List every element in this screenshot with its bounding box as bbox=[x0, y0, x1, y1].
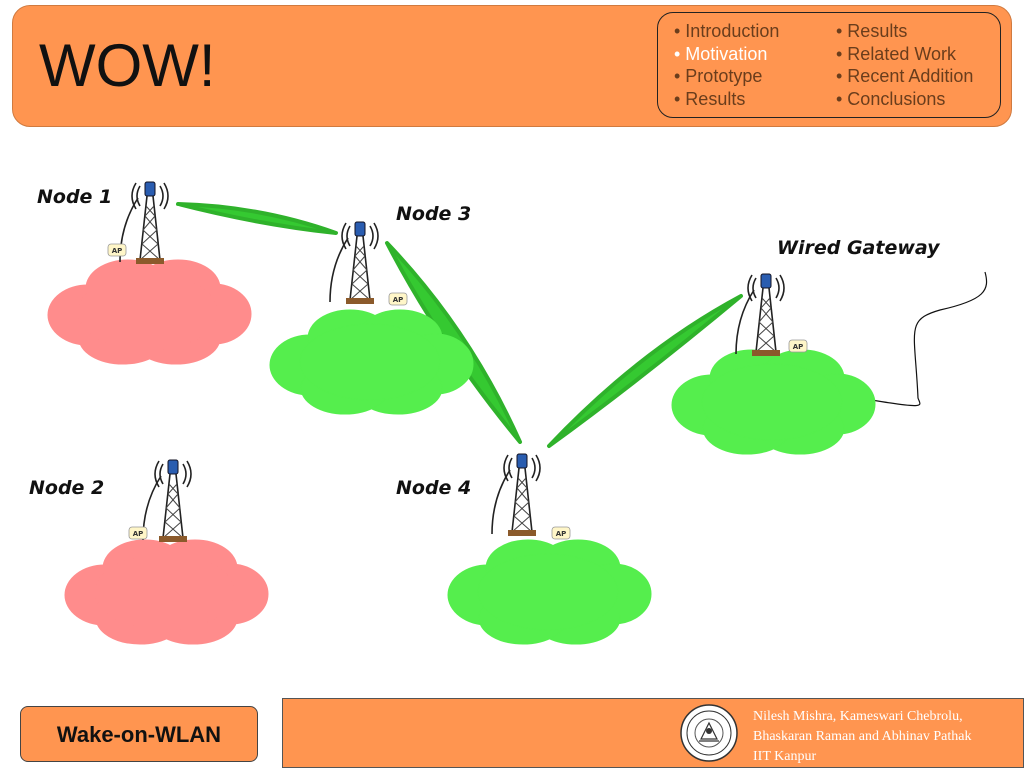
outline-box: • Introduction • Motivation • Prototype … bbox=[657, 12, 1001, 118]
slide-title: WOW! bbox=[39, 32, 216, 99]
iit-kanpur-seal-icon bbox=[680, 704, 738, 762]
label-node1: Node 1 bbox=[37, 186, 112, 208]
tower-icon-node2 bbox=[142, 459, 192, 543]
wireless-links bbox=[176, 202, 743, 448]
svg-text:AP: AP bbox=[112, 247, 123, 255]
outline-right-column: • Results • Related Work • Recent Additi… bbox=[836, 20, 973, 110]
outline-item-introduction[interactable]: • Introduction bbox=[674, 21, 780, 41]
outline-left-column: • Introduction • Motivation • Prototype … bbox=[674, 20, 779, 110]
cloud-node2 bbox=[64, 539, 269, 645]
outline-item-related-work[interactable]: • Related Work bbox=[836, 43, 957, 64]
link-node1-node3 bbox=[176, 202, 338, 235]
ap-badge-node2: AP bbox=[128, 526, 148, 540]
cloud-gateway bbox=[671, 349, 876, 455]
authors-line-1: Nilesh Mishra, Kameswari Chebrolu, bbox=[753, 709, 963, 724]
slide-header: WOW! • Introduction • Motivation • Proto… bbox=[12, 5, 1012, 127]
label-node4: Node 4 bbox=[396, 477, 471, 499]
cloud-node1 bbox=[47, 259, 252, 365]
wired-connection bbox=[871, 271, 988, 407]
outline-item-results-2[interactable]: • Results bbox=[836, 21, 908, 41]
institution: IIT Kanpur bbox=[753, 749, 817, 764]
ap-badge-node3: AP bbox=[388, 292, 408, 306]
ap-badge-gateway: AP bbox=[788, 339, 808, 353]
ap-badge-node4: AP bbox=[551, 526, 571, 540]
label-node2: Node 2 bbox=[29, 477, 104, 499]
svg-text:AP: AP bbox=[393, 296, 404, 304]
svg-text:AP: AP bbox=[133, 530, 144, 538]
authors-text: Nilesh Mishra, Kameswari Chebrolu, Bhask… bbox=[753, 707, 972, 767]
tower-icon-node4 bbox=[491, 453, 541, 537]
link-node4-gateway bbox=[547, 294, 743, 448]
tower-icon-node1 bbox=[119, 181, 169, 265]
outline-item-prototype[interactable]: • Prototype bbox=[674, 66, 763, 86]
label-gateway: Wired Gateway bbox=[777, 237, 941, 259]
outline-item-recent-addition[interactable]: • Recent Addition bbox=[836, 66, 974, 86]
svg-text:AP: AP bbox=[793, 343, 804, 351]
label-node3: Node 3 bbox=[396, 203, 471, 225]
authors-bar: Nilesh Mishra, Kameswari Chebrolu, Bhask… bbox=[282, 698, 1024, 768]
authors-line-2: Bhaskaran Raman and Abhinav Pathak bbox=[753, 729, 972, 744]
tower-icon-gateway bbox=[735, 273, 785, 357]
cloud-node4 bbox=[447, 539, 652, 645]
outline-item-results[interactable]: • Results bbox=[674, 88, 746, 109]
project-name: Wake-on-WLAN bbox=[56, 722, 222, 747]
ap-badge-node1: AP bbox=[107, 243, 127, 257]
project-name-box: Wake-on-WLAN bbox=[20, 706, 258, 762]
svg-text:AP: AP bbox=[556, 530, 567, 538]
outline-item-conclusions[interactable]: • Conclusions bbox=[836, 88, 946, 109]
outline-item-motivation[interactable]: • Motivation bbox=[674, 43, 768, 64]
network-diagram: AP AP AP AP AP Node 1 Node 3 Wired Gatew… bbox=[29, 181, 988, 645]
